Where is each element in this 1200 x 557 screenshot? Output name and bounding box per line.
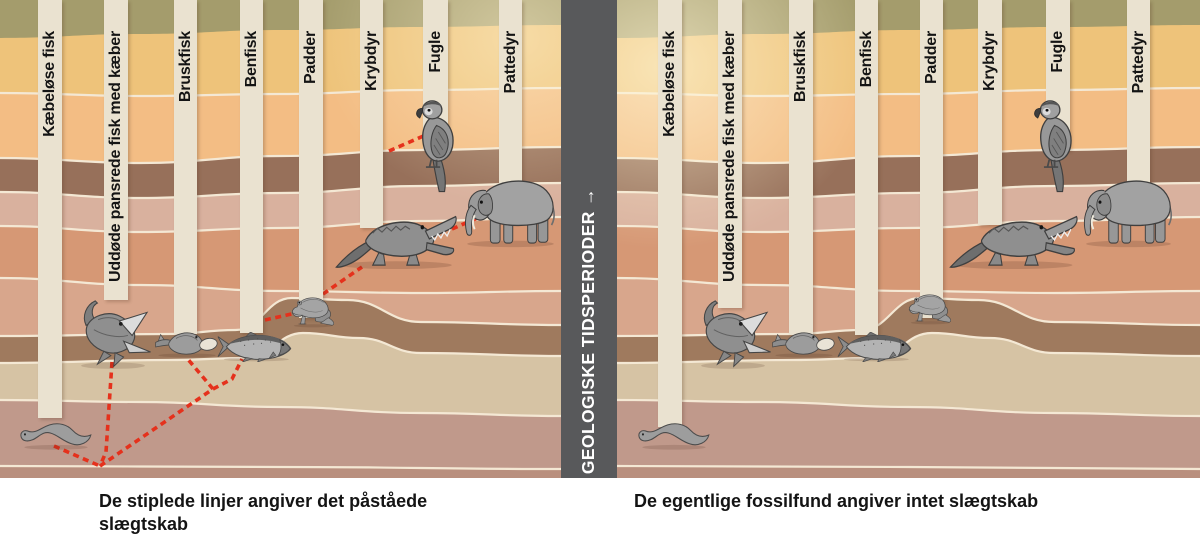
elephant-icon (464, 180, 556, 248)
eel-icon (20, 423, 92, 450)
armored-fish-icon (80, 300, 152, 370)
column-bar-left-benfisk (240, 0, 263, 333)
column-bar-right-benfisk (855, 0, 878, 335)
column-label-right-benfisk: Benfisk (857, 31, 875, 88)
geologic-time-divider: GEOLOGISKE TIDSPERIODER → (561, 0, 617, 478)
column-bar-left-padder (299, 0, 323, 318)
column-label-left-udd-de-pansrede-fisk-med-k-ber: Uddøde pansrede fisk med kæber (107, 31, 124, 282)
bony-fish-icon (837, 332, 912, 362)
column-label-left-k-bel-se-fisk: Kæbeløse fisk (41, 31, 58, 137)
claimed-lineage-line (184, 355, 215, 391)
column-bar-left-krybdyr (360, 0, 383, 228)
column-bar-right-pattedyr (1127, 0, 1150, 195)
column-label-left-bruskfisk: Bruskfisk (176, 31, 194, 103)
crocodile-icon (949, 215, 1078, 270)
claimed-lineage-line (264, 311, 297, 322)
frog-icon (291, 297, 335, 328)
column-label-right-padder: Padder (922, 31, 940, 85)
claimed-lineage-line (53, 444, 101, 468)
column-bar-right-padder (920, 0, 943, 318)
column-label-left-benfisk: Benfisk (242, 31, 260, 88)
column-bar-right-krybdyr (978, 0, 1002, 225)
column-label-right-udd-de-pansrede-fisk-med-k-ber: Uddøde pansrede fisk med kæber (721, 31, 738, 282)
column-bar-right-k-bel-se-fisk (658, 0, 682, 427)
claimed-lineage-line (321, 265, 364, 296)
claimed-lineage-line (212, 358, 244, 391)
eel-icon (638, 423, 710, 450)
column-bar-left-pattedyr (499, 0, 522, 196)
column-label-left-pattedyr: Pattedyr (501, 31, 519, 94)
claimed-lineage-line (388, 132, 429, 153)
ray-icon (772, 332, 836, 358)
claimed-lineage-line (98, 387, 215, 468)
column-bar-left-bruskfisk (174, 0, 197, 334)
column-label-right-krybdyr: Krybdyr (981, 31, 998, 91)
column-bar-right-bruskfisk (789, 0, 813, 335)
armored-fish-icon (700, 300, 772, 370)
column-label-right-k-bel-se-fisk: Kæbeløse fisk (661, 31, 678, 137)
frog-icon (908, 294, 952, 325)
column-bar-left-k-bel-se-fisk (38, 0, 62, 418)
column-label-right-pattedyr: Pattedyr (1129, 31, 1147, 94)
claimed-lineage-line (98, 361, 114, 467)
column-bar-left-udd-de-pansrede-fisk-med-k-ber (104, 0, 128, 300)
column-label-left-padder: Padder (302, 31, 319, 85)
column-label-left-fugle: Fugle (426, 31, 444, 73)
column-bar-right-udd-de-pansrede-fisk-med-k-ber (718, 0, 742, 308)
column-label-right-fugle: Fugle (1049, 31, 1066, 73)
column-label-right-bruskfisk: Bruskfisk (792, 31, 809, 103)
ray-icon (155, 332, 219, 358)
elephant-icon (1083, 180, 1173, 248)
column-label-left-krybdyr: Krybdyr (362, 31, 380, 91)
crocodile-icon (335, 215, 457, 270)
caption-claimed-relationship: De stiplede linjer angiver det påståede … (99, 491, 428, 534)
caption-actual-fossils: De egentlige fossilfund angiver intet sl… (634, 491, 1039, 511)
bony-fish-icon (217, 332, 292, 362)
